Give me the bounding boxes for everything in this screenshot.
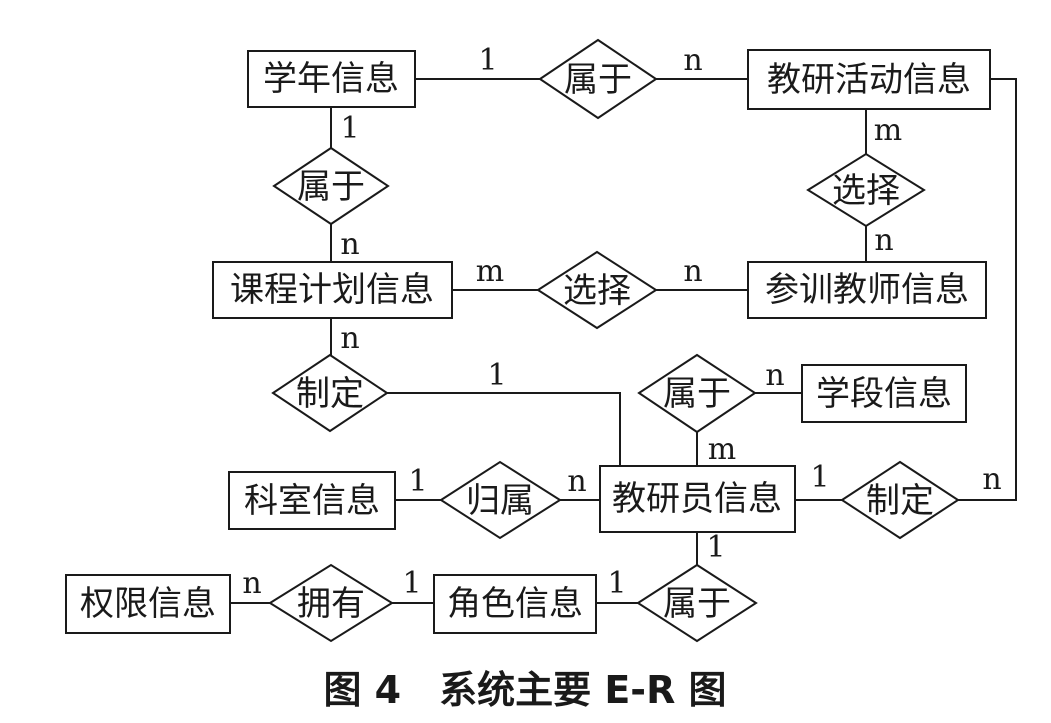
cardinality-c17: 1 [706,530,725,565]
cardinality-c15: 1 [810,460,829,495]
relation-r1: 属于 [538,38,658,120]
relation-r3: 选择 [806,152,926,228]
entity-quanxian: 权限信息 [65,574,231,634]
relation-r4: 选择 [536,250,658,330]
relation-r9: 拥有 [268,563,394,643]
entity-kechengjihua-label: 课程计划信息 [230,270,434,310]
entity-xueduan: 学段信息 [801,364,967,423]
cardinality-c20: 1 [607,566,626,601]
connectors [230,78,1017,604]
cardinality-c14: n [567,464,586,499]
cardinality-c18: n [242,566,261,601]
cardinality-c5: m [874,113,902,148]
entity-jiaoyanhuodong: 教研活动信息 [747,49,991,110]
cardinality-c2: n [683,43,702,78]
entity-xuenian-label: 学年信息 [263,59,399,99]
cardinality-c11: n [765,358,784,393]
relation-r6-label: 属于 [663,374,731,414]
entity-jiaoyanyuan: 教研员信息 [599,465,796,533]
cardinality-c16: n [982,462,1001,497]
relation-r4-label: 选择 [563,271,631,311]
relation-r2: 属于 [272,146,390,226]
relation-r10-label: 属于 [663,584,731,624]
cardinality-c1: 1 [478,43,497,78]
relation-r10: 属于 [636,563,758,643]
cardinality-c4: n [340,227,359,262]
entity-jiaoyanhuodong-label: 教研活动信息 [767,60,971,100]
entity-juese-label: 角色信息 [447,584,583,624]
cardinality-c8: n [683,254,702,289]
cardinality-c6: n [874,223,893,258]
relation-r8-label: 制定 [866,481,934,521]
entity-xueduan-label: 学段信息 [816,374,952,414]
relation-r7-label: 归属 [466,481,534,521]
relation-r8: 制定 [840,460,960,540]
edge-r5-jiaoyanyuan [387,392,621,466]
cardinality-c9: n [340,321,359,356]
figure-caption: 图 4 系统主要 E-R 图 [323,668,726,712]
entity-quanxian-label: 权限信息 [80,584,216,624]
relation-r5: 制定 [271,353,389,433]
entity-xuenian: 学年信息 [247,50,416,108]
entity-canxunjiaoshi: 参训教师信息 [747,261,987,319]
entity-kechengjihua: 课程计划信息 [212,261,453,319]
entity-keshi-label: 科室信息 [244,481,380,521]
edge-r8-jiaoyanhuodong [958,78,1017,501]
entity-keshi: 科室信息 [228,471,396,530]
entity-jiaoyanyuan-label: 教研员信息 [612,479,782,519]
relation-r7: 归属 [439,460,562,540]
cardinality-c10: 1 [487,358,506,393]
relation-r3-label: 选择 [832,171,900,211]
cardinalities: 1 n 1 n m n m n n 1 n m 1 n 1 n 1 n 1 1 [242,43,1001,601]
relation-r6: 属于 [637,353,757,434]
cardinality-c7: m [476,254,504,289]
relation-r9-label: 拥有 [297,584,365,624]
cardinality-c13: 1 [408,464,427,499]
relation-r2-label: 属于 [297,167,365,207]
entity-juese: 角色信息 [433,574,597,634]
cardinality-c19: 1 [402,566,421,601]
entity-canxunjiaoshi-label: 参训教师信息 [765,270,969,310]
cardinality-c12: m [708,432,736,467]
cardinality-c3: 1 [340,111,359,146]
relation-r1-label: 属于 [564,60,632,100]
relation-r5-label: 制定 [296,374,364,414]
